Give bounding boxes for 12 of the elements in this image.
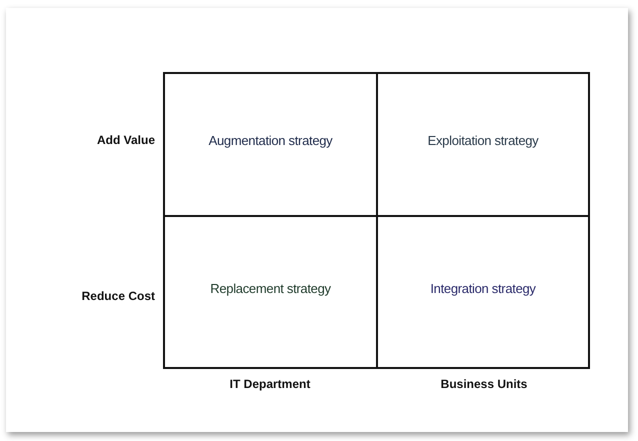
quadrant-cell xyxy=(163,72,378,217)
row-heading: Add Value xyxy=(96,133,155,147)
quadrant-cell xyxy=(163,215,378,369)
quadrant-cell xyxy=(376,215,590,369)
row-heading: Reduce Cost xyxy=(82,289,155,303)
quadrant-cell xyxy=(376,72,590,217)
quadrant-title: Integration strategy xyxy=(430,280,536,296)
column-heading: Business Units xyxy=(440,377,528,391)
quadrant-title: Replacement strategy xyxy=(210,280,331,296)
quadrant-title: Augmentation strategy xyxy=(208,133,332,148)
quadrant-title: Exploitation strategy xyxy=(428,133,538,148)
column-heading: IT Department xyxy=(230,377,310,391)
